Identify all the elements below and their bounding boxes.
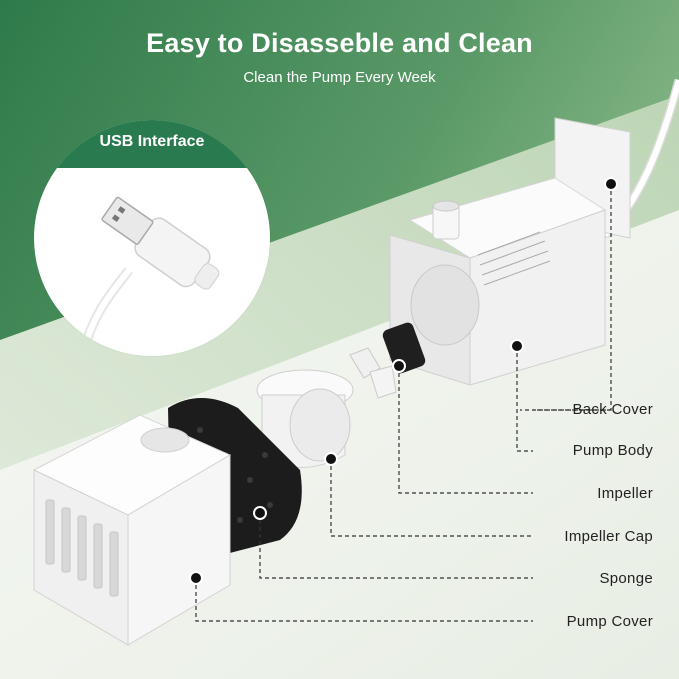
leader-impeller — [398, 366, 533, 494]
leader-pump-body — [516, 346, 533, 452]
page-subtitle: Clean the Pump Every Week — [243, 69, 436, 86]
usb-banner — [34, 120, 270, 168]
pump-cover-illustration — [32, 414, 232, 646]
leader-sponge — [259, 513, 533, 579]
usb-interface-label: USB Interface — [99, 133, 205, 150]
callout-dots — [189, 177, 618, 585]
impeller-cap-illustration — [256, 369, 354, 468]
impeller-illustration — [349, 322, 426, 399]
label-impeller-cap: Impeller Cap — [564, 528, 653, 545]
label-pump-body: Pump Body — [572, 442, 653, 459]
label-pump-cover: Pump Cover — [566, 613, 653, 630]
usb-interface-inset: USB Interface — [34, 120, 270, 356]
usb-plug-icon — [77, 196, 220, 356]
leader-impeller-cap — [330, 459, 533, 537]
pump-body-illustration — [389, 117, 631, 386]
leader-pump-cover — [195, 578, 533, 622]
label-impeller: Impeller — [597, 485, 653, 502]
label-back-cover: Back Cover — [572, 401, 653, 418]
page-title: Easy to Disasseble and Clean — [146, 28, 533, 58]
label-sponge: Sponge — [599, 570, 653, 587]
